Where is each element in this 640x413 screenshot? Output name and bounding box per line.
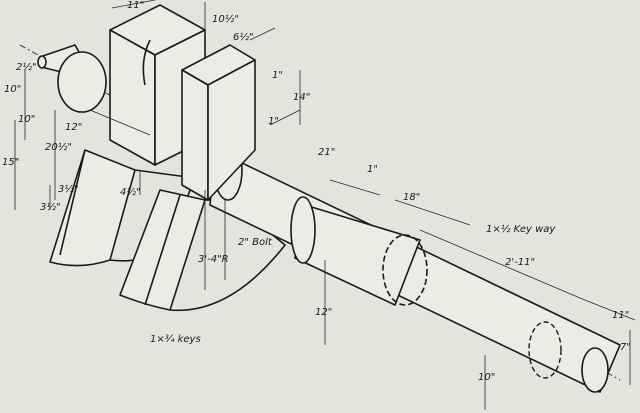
label-end-len: 11"	[612, 310, 629, 321]
label-10-left: 10"	[18, 114, 35, 125]
disc	[57, 51, 107, 113]
block2-side	[207, 59, 256, 201]
label-4-5: 4½"	[120, 186, 141, 198]
main-shaft	[209, 149, 621, 393]
label-dia-12: 12"	[315, 307, 332, 318]
label-3-5b: 3½"	[40, 201, 61, 213]
label-block-depth: 10½"	[212, 13, 239, 25]
label-radius: 3'-4"R	[198, 254, 229, 265]
label-15: 15"	[2, 157, 19, 168]
block2-front	[181, 69, 209, 201]
label-web-thickness: 6½"	[233, 31, 254, 43]
label-shaft-c: 2'-11"	[505, 257, 535, 268]
shaft-step	[528, 321, 562, 379]
label-shaft-a: 21"	[318, 147, 335, 158]
label-web-height: 14"	[293, 92, 310, 103]
label-block-width: 11"	[127, 0, 144, 11]
left-counterweight-edge	[59, 149, 86, 256]
label-20-5: 20½"	[45, 141, 72, 153]
left-counterweight	[49, 149, 136, 267]
label-2-5: 2½"	[16, 61, 37, 73]
label-collar: 1"	[367, 164, 378, 175]
label-bolt: 2" Bolt	[238, 237, 273, 248]
label-keys: 1×¾ keys	[150, 334, 201, 345]
label-top-small: 1"	[272, 70, 283, 81]
hub-collar	[290, 196, 316, 264]
label-keyway: 1×½ Key way	[486, 223, 556, 235]
block1-bore	[142, 39, 151, 86]
shaft-end	[581, 347, 609, 393]
label-12-left: 12"	[65, 122, 82, 133]
label-dia-10: 10"	[478, 372, 495, 383]
label-shaft-b: 18"	[403, 192, 420, 203]
stub-end	[37, 55, 47, 69]
label-3-5a: 3½"	[58, 183, 79, 195]
right-counterweight-edge	[144, 194, 181, 306]
hub-end	[382, 234, 428, 306]
label-journal-gap: 1"	[268, 116, 279, 127]
label-end-dia: 7"	[620, 342, 631, 353]
label-10-small: 10"	[4, 84, 21, 95]
dimension-lines	[14, 0, 636, 410]
right-counterweight-arc	[169, 199, 286, 312]
